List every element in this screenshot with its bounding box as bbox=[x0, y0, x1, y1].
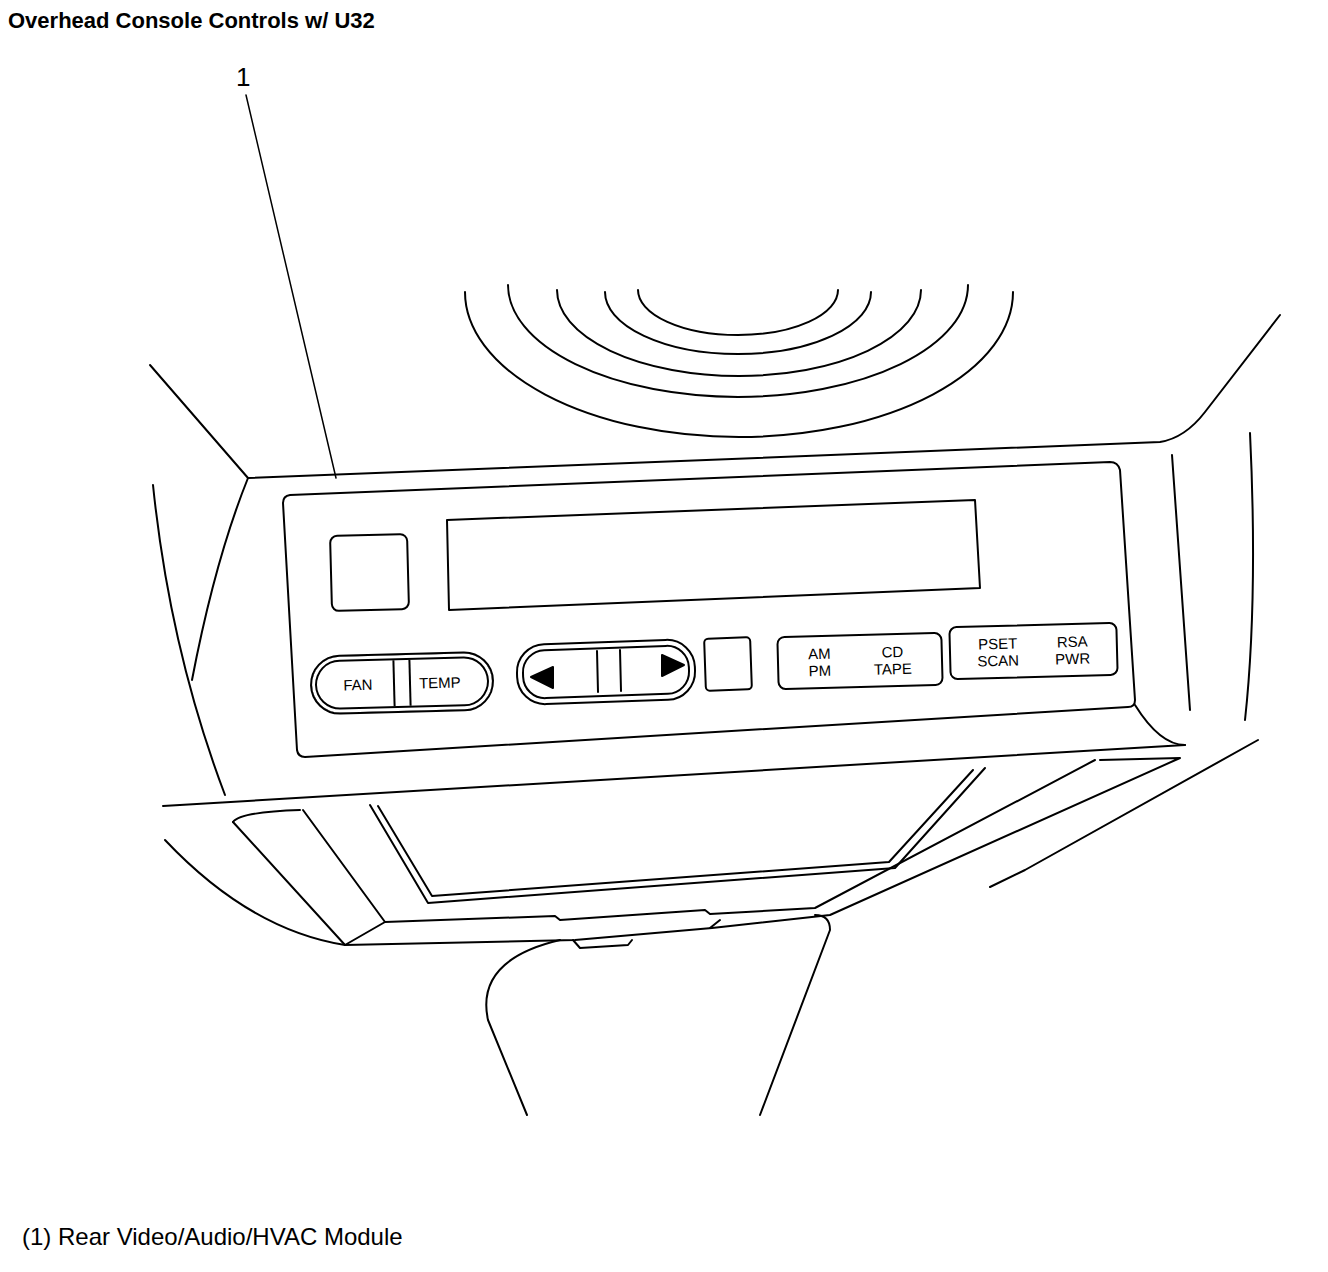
rocker-divider bbox=[392, 660, 411, 706]
callout-number: 1 bbox=[236, 62, 250, 93]
button-pair: AM PM CD TAPE bbox=[776, 632, 943, 690]
button-label: PSET SCAN bbox=[977, 634, 1020, 669]
button-label: FAN bbox=[343, 675, 373, 693]
diagram-title: Overhead Console Controls w/ U32 bbox=[8, 8, 375, 34]
figure-caption: (1) Rear Video/Audio/HVAC Module bbox=[22, 1223, 403, 1251]
button-label: TEMP bbox=[419, 673, 461, 691]
button-pair: PSET SCAN RSA PWR bbox=[948, 622, 1118, 680]
button-label: CD TAPE bbox=[873, 643, 912, 678]
button-label: AM PM bbox=[808, 645, 831, 680]
rocker-switch: FAN TEMP bbox=[309, 651, 495, 716]
button-label: RSA PWR bbox=[1054, 633, 1090, 668]
